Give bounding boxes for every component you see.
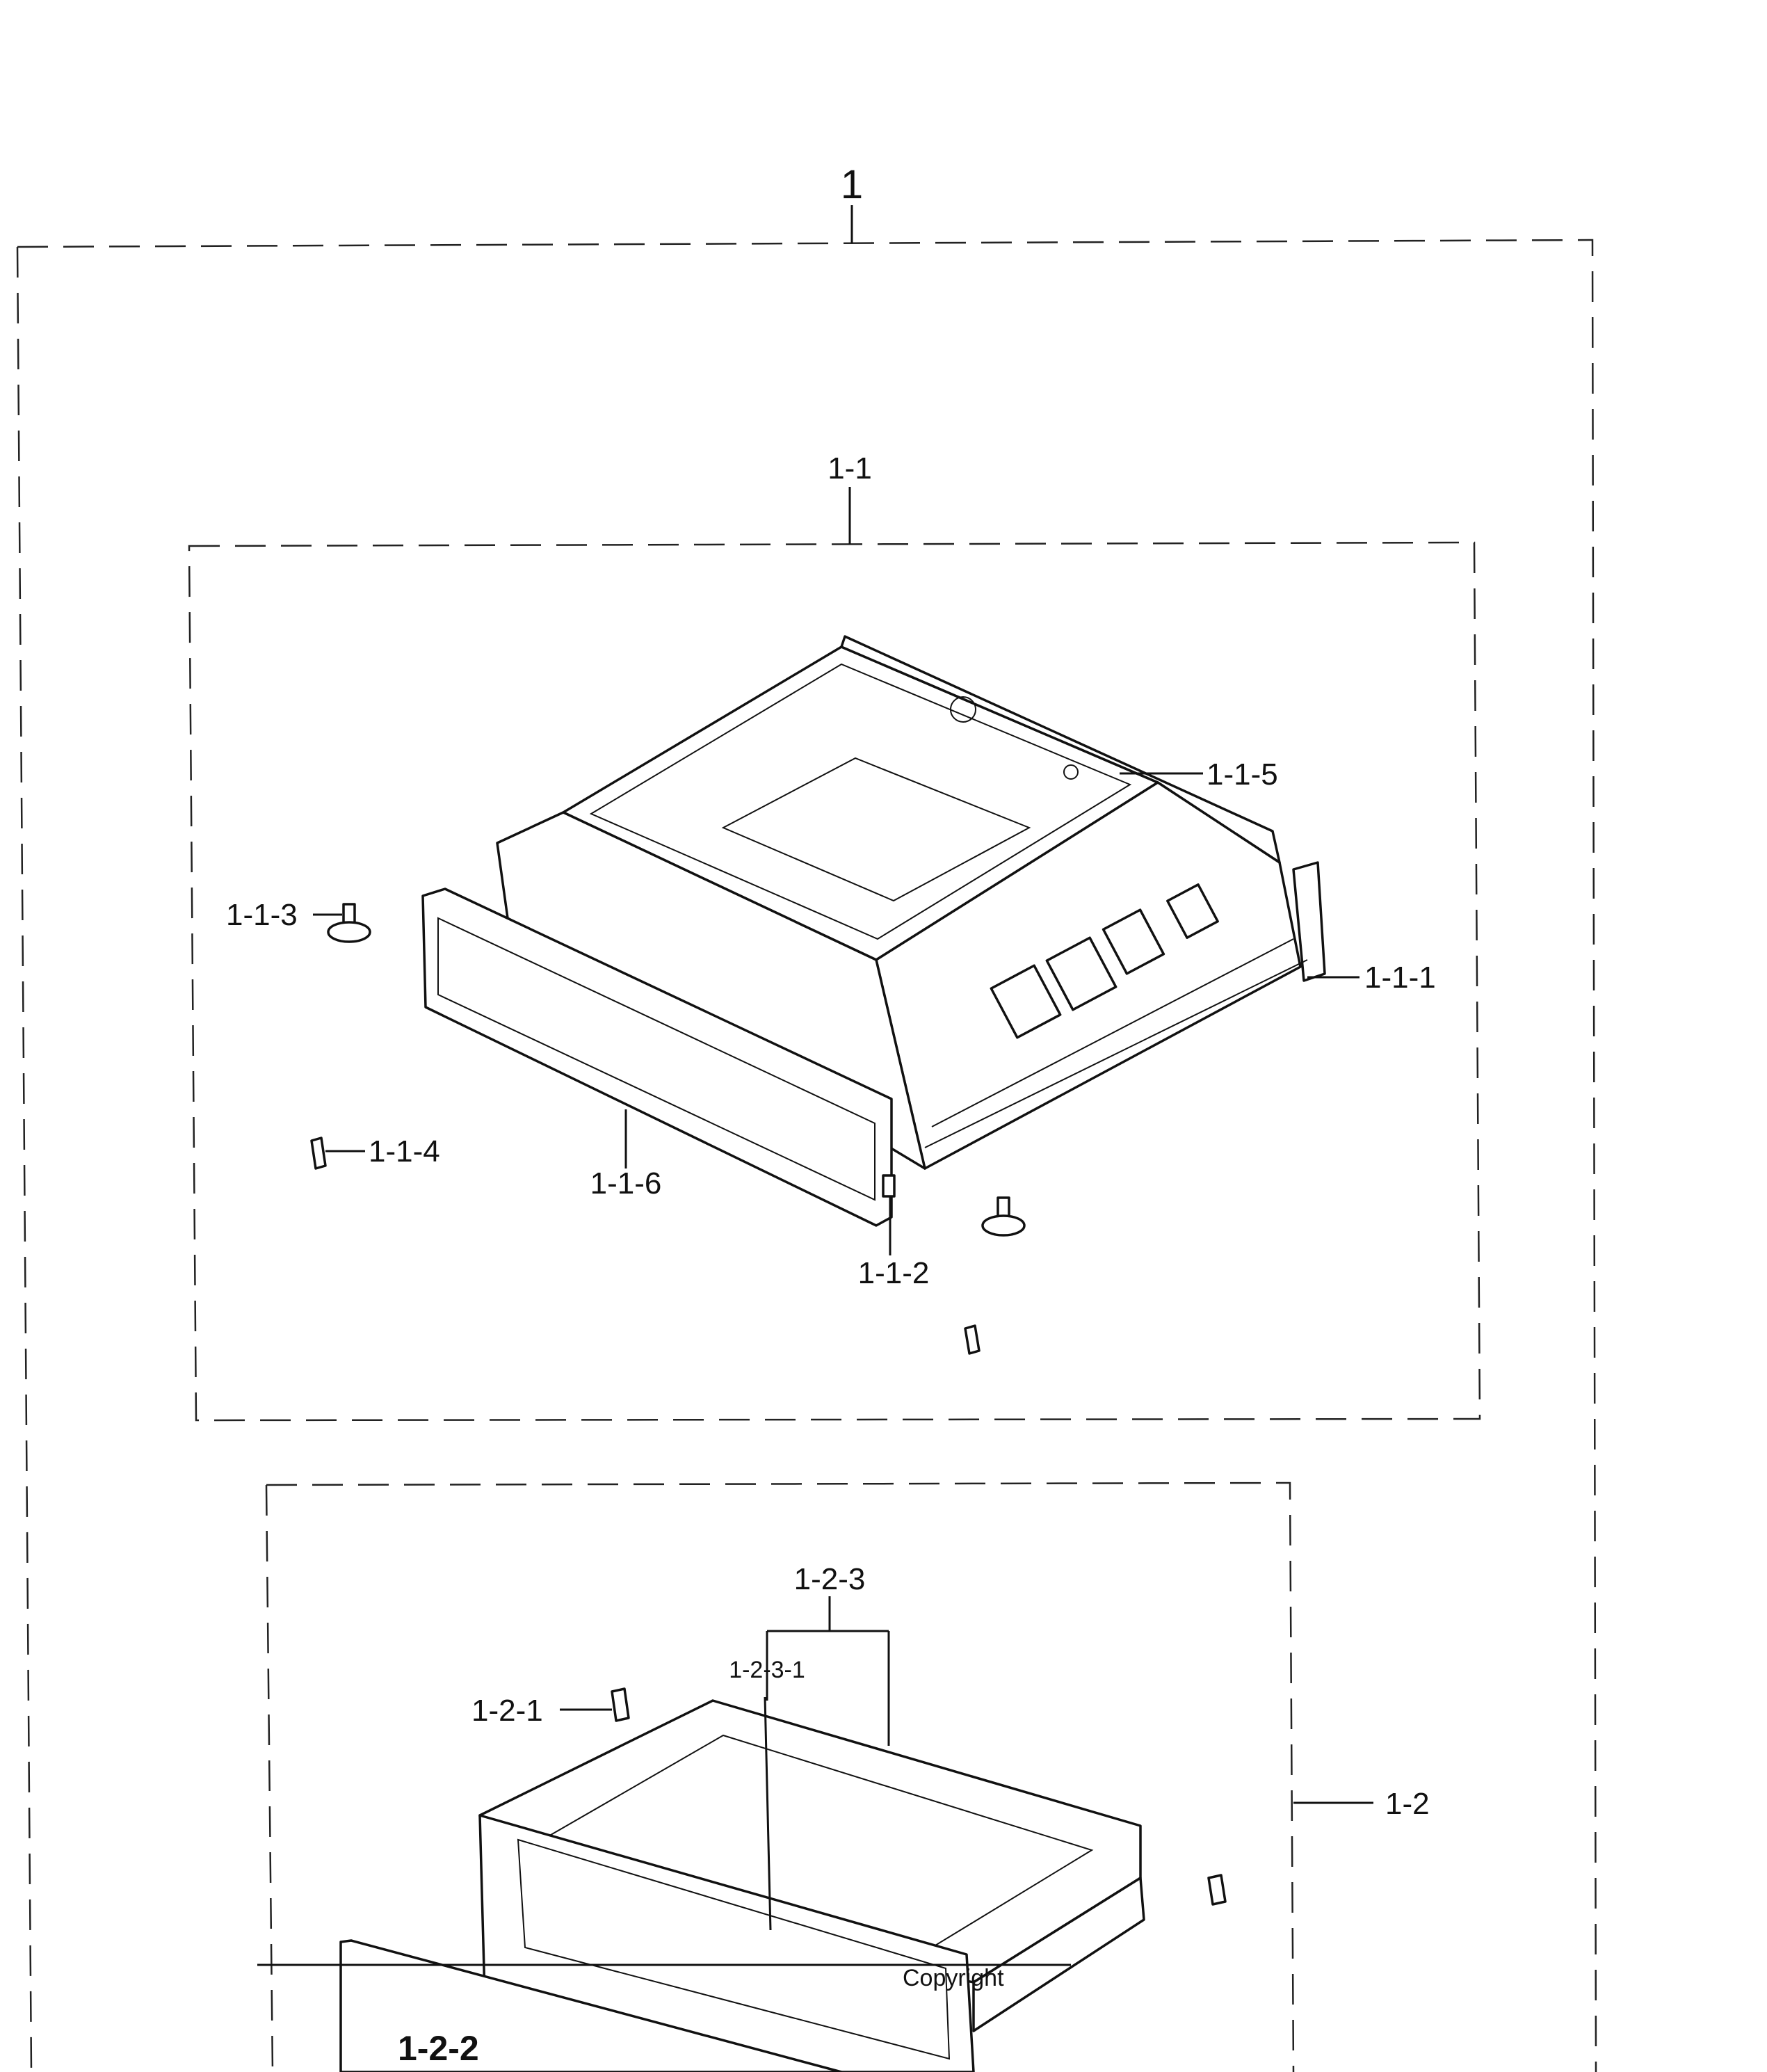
label-1: 1 bbox=[841, 162, 863, 207]
front-frame-1-1-6 bbox=[421, 888, 893, 1227]
label-1-2-2: 1-2-2 bbox=[398, 2029, 479, 2068]
front-panel-1-2-2 bbox=[339, 1939, 843, 2072]
leveling-foot-1-1-3-second bbox=[981, 1196, 1026, 1237]
screw-1-1-2 bbox=[882, 1174, 896, 1198]
label-1-1-3: 1-1-3 bbox=[226, 898, 298, 932]
label-1-1-5: 1-1-5 bbox=[1207, 757, 1278, 792]
label-1-1: 1-1 bbox=[828, 451, 872, 485]
label-1-1-4: 1-1-4 bbox=[369, 1134, 440, 1168]
leader-1-2-3-1 bbox=[764, 1696, 772, 1931]
label-1-1-6: 1-1-6 bbox=[590, 1166, 662, 1200]
copyright-watermark: Copyright bbox=[903, 1965, 1004, 1991]
label-1-1-1: 1-1-1 bbox=[1364, 961, 1436, 995]
clip-1-2-1 bbox=[611, 1687, 630, 1722]
clip-1-2-1-second bbox=[1207, 1874, 1227, 1906]
clip-1-1-4-second bbox=[964, 1324, 981, 1355]
assembly-1-boundary bbox=[16, 205, 1597, 2072]
label-1-2: 1-2 bbox=[1385, 1787, 1430, 1821]
label-1-1-2: 1-1-2 bbox=[858, 1256, 930, 1290]
label-1-2-3: 1-2-3 bbox=[794, 1562, 866, 1596]
subassembly-1-2-boundary bbox=[265, 1481, 1373, 2072]
leveling-foot-1-1-3 bbox=[327, 903, 371, 943]
subassembly-1-1-boundary bbox=[188, 487, 1481, 1422]
label-1-2-3-1: 1-2-3-1 bbox=[729, 1657, 805, 1683]
clip-1-1-4 bbox=[310, 1137, 327, 1170]
label-1-2-1: 1-2-1 bbox=[471, 1694, 543, 1728]
